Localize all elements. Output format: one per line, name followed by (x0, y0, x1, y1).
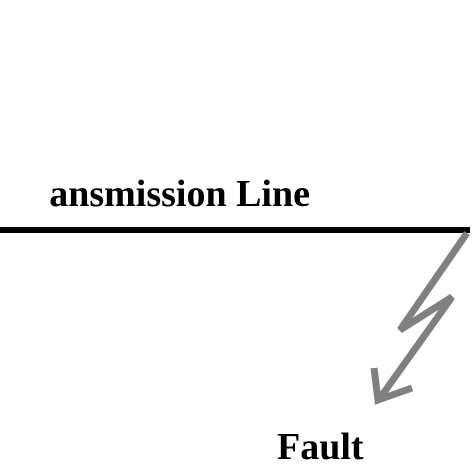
transmission-line-label: ansmission Line (49, 173, 310, 215)
fault-label: Fault (277, 426, 364, 468)
lightning-bolt-arrow-icon (370, 231, 470, 405)
fault-arrowhead (370, 367, 414, 405)
fault-bolt-path (377, 231, 470, 401)
